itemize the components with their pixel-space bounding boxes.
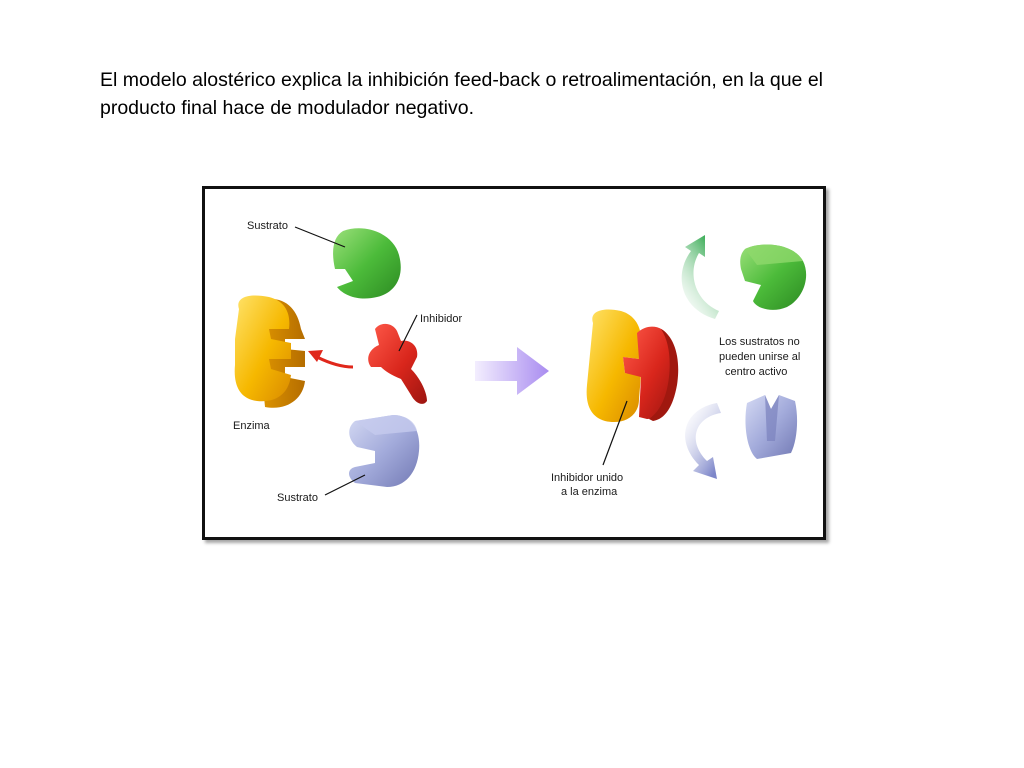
substrate-green-rejected (740, 244, 807, 310)
label-inhibidor-unido-2: a la enzima (561, 486, 618, 498)
pointer-line-sustrato-top (294, 226, 346, 248)
label-inhibidor-unido-1: Inhibidor unido (551, 472, 623, 484)
inhibitor-shape-free (368, 323, 427, 404)
substrate-green-shape (333, 228, 401, 299)
label-no-unirse-2: pueden unirse al (719, 351, 800, 363)
transition-arrow (475, 347, 549, 395)
inhibitor-approach-arrow (308, 350, 354, 369)
pointer-line-sustrato-bottom (324, 474, 366, 496)
label-sustrato-top: Sustrato (247, 220, 288, 232)
blue-curved-arrow (685, 403, 721, 479)
green-curved-arrow (681, 235, 719, 319)
diagram-canvas: Sustrato Inhibidor Enzima Sustrato Inhib… (233, 220, 807, 504)
enzyme-inhibitor-complex (586, 309, 679, 423)
label-enzima: Enzima (233, 420, 271, 432)
pointer-line-inhibidor (398, 314, 418, 352)
allosteric-diagram: Sustrato Inhibidor Enzima Sustrato Inhib… (202, 186, 826, 540)
label-no-unirse-1: Los sustratos no (719, 336, 800, 348)
caption-line-2: producto final hace de modulador negativ… (100, 97, 475, 119)
pointer-line-inhibidor-unido (602, 400, 628, 466)
label-inhibidor: Inhibidor (420, 313, 463, 325)
substrate-blue-rejected (745, 395, 798, 459)
label-no-unirse-3: centro activo (725, 366, 787, 378)
enzyme-shape-free (234, 295, 305, 408)
caption-line-1: El modelo alostérico explica la inhibici… (100, 69, 823, 91)
slide-caption: El modelo alostérico explica la inhibici… (100, 66, 960, 122)
label-sustrato-bottom: Sustrato (277, 492, 318, 504)
substrate-blue-shape (349, 415, 420, 487)
